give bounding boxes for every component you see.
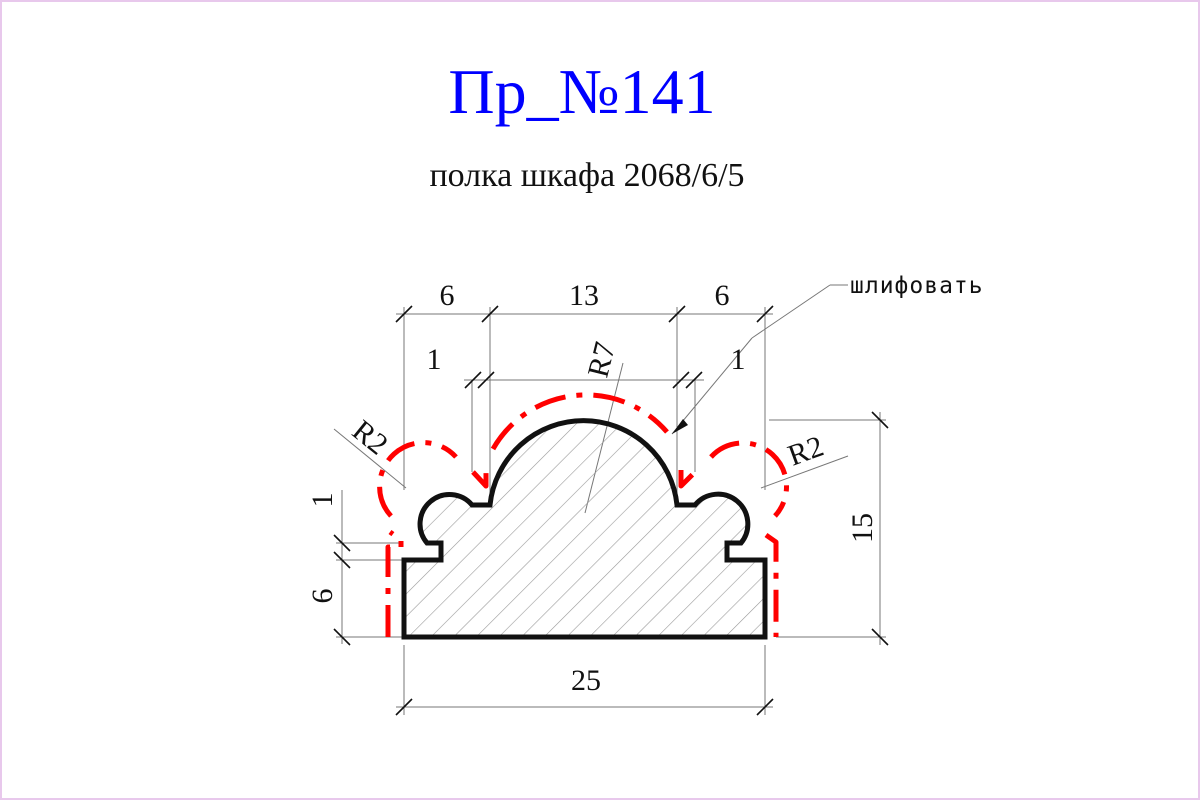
drawing-title: Пр_№141 <box>448 56 716 127</box>
dimension-top-center: 13 <box>569 279 599 312</box>
leader-arrow <box>672 419 688 434</box>
drawing-subtitle: полка шкафа 2068/6/5 <box>429 157 745 194</box>
sanding-note: шлифовать <box>850 273 984 299</box>
dimension-radius-center: R7 <box>582 339 622 381</box>
sanding-marker <box>377 392 790 637</box>
dimension-top-left: 6 <box>440 279 455 312</box>
dimension-left-step: 1 <box>306 493 339 508</box>
extension-lines <box>336 307 886 715</box>
dimension-offset-right: 1 <box>731 343 746 376</box>
dimension-left-height: 6 <box>306 589 339 604</box>
dimension-total-height: 15 <box>846 513 879 543</box>
dimension-top-right: 6 <box>715 279 730 312</box>
dimension-offset-left: 1 <box>427 343 442 376</box>
profile-section <box>401 418 768 640</box>
dimension-ticks <box>333 305 889 716</box>
dimension-radius-left: R2 <box>346 414 394 462</box>
dimension-total-width: 25 <box>571 664 601 697</box>
